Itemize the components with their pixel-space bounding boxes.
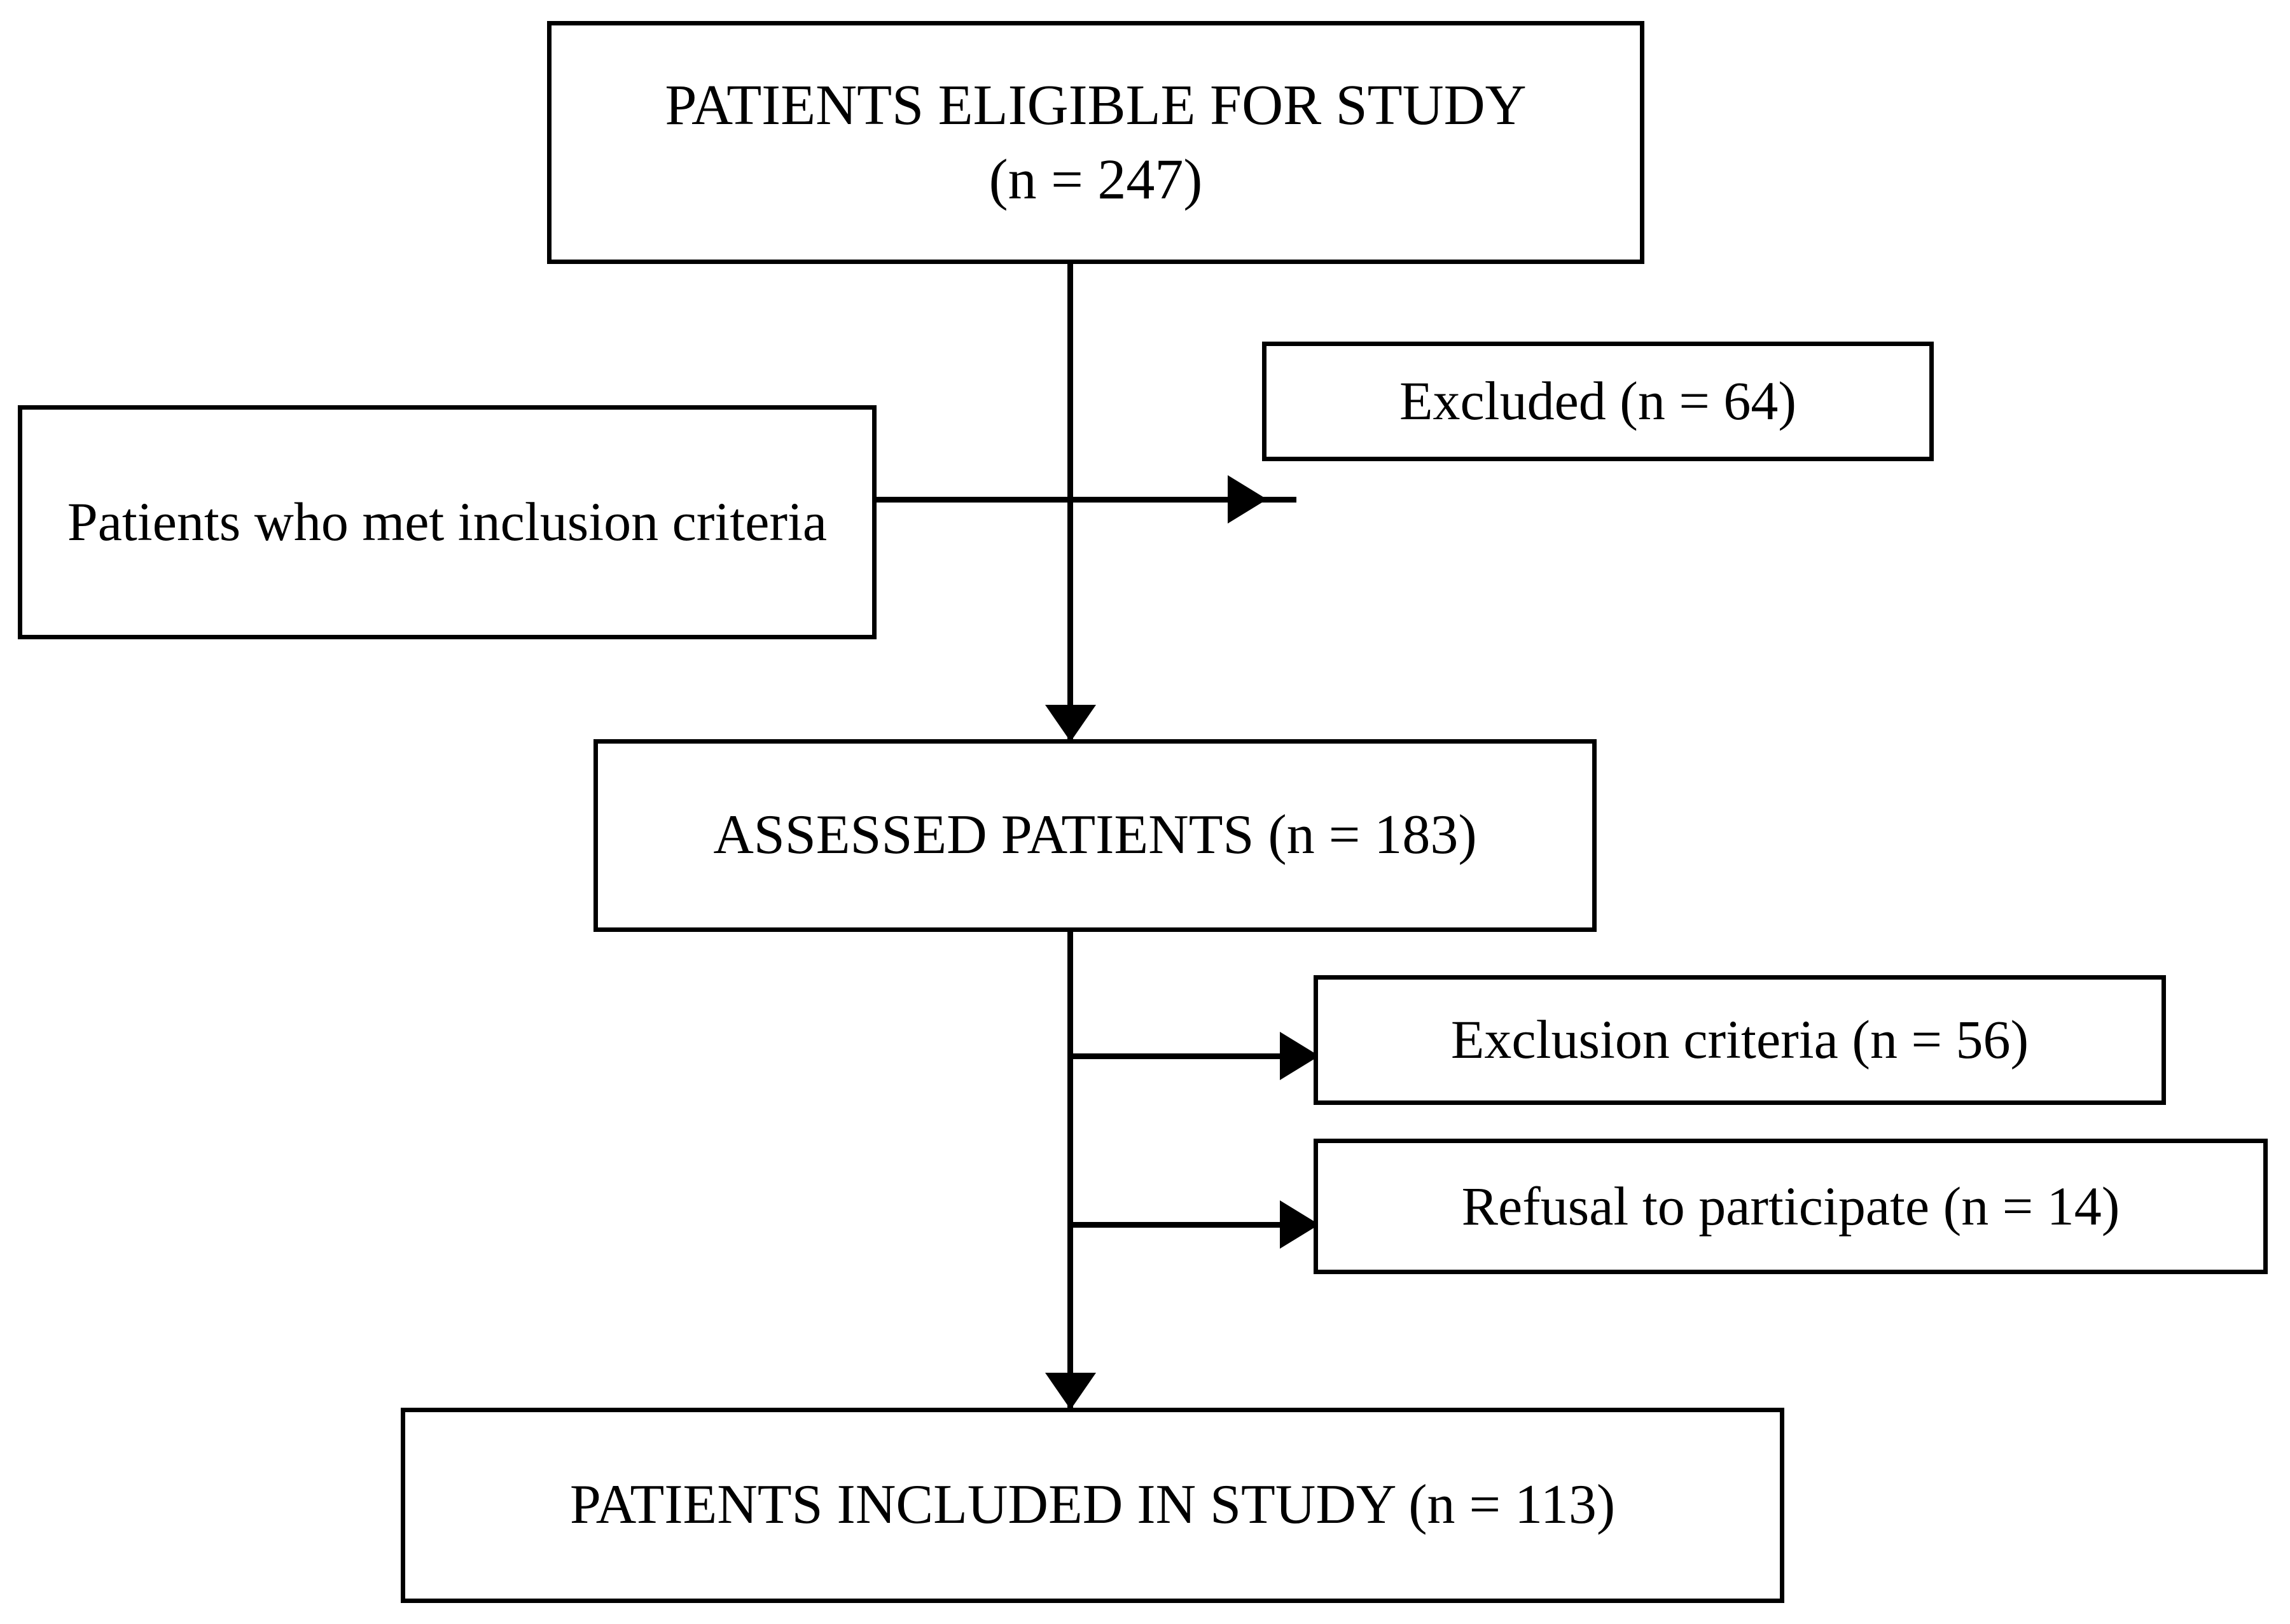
node-label-patients-eligible: PATIENTS ELIGIBLE FOR STUDY(n = 247) [665,74,1527,211]
node-label-inclusion-criteria: Patients who met inclusion criteria [67,491,828,553]
node-label-patients-included: PATIENTS INCLUDED IN STUDY (n = 113) [569,1474,1616,1536]
arrowhead-down-icon-assessed [1045,705,1096,742]
node-label-exclusion-criteria: Exclusion criteria (n = 56) [1450,1009,2029,1071]
node-assessed-patients: ASSESSED PATIENTS (n = 183) [593,739,1597,932]
node-label-assessed-patients: ASSESSED PATIENTS (n = 183) [713,804,1477,866]
connector-to-excluded [877,497,1296,503]
arrowhead-right-icon-exclusion-criteria [1280,1032,1319,1080]
node-excluded: Excluded (n = 64) [1262,342,1934,461]
node-inclusion-criteria: Patients who met inclusion criteria [18,405,877,639]
node-patients-included: PATIENTS INCLUDED IN STUDY (n = 113) [401,1408,1784,1603]
node-refusal-to-participate: Refusal to participate (n = 14) [1314,1139,2268,1274]
node-patients-eligible: PATIENTS ELIGIBLE FOR STUDY(n = 247) [547,21,1644,264]
connector-to-refusal [1070,1222,1350,1228]
arrowhead-right-icon-refusal [1280,1200,1319,1249]
node-exclusion-criteria: Exclusion criteria (n = 56) [1314,975,2166,1105]
node-label-refusal-to-participate: Refusal to participate (n = 14) [1461,1175,2120,1237]
connector-assessed-to-included [1067,932,1073,1410]
arrowhead-right-icon-excluded [1228,475,1267,524]
arrowhead-down-icon-included [1045,1373,1096,1410]
connector-eligible-to-assessed [1067,264,1073,742]
node-label-excluded: Excluded (n = 64) [1399,370,1797,432]
connector-to-exclusion-criteria [1070,1053,1350,1059]
